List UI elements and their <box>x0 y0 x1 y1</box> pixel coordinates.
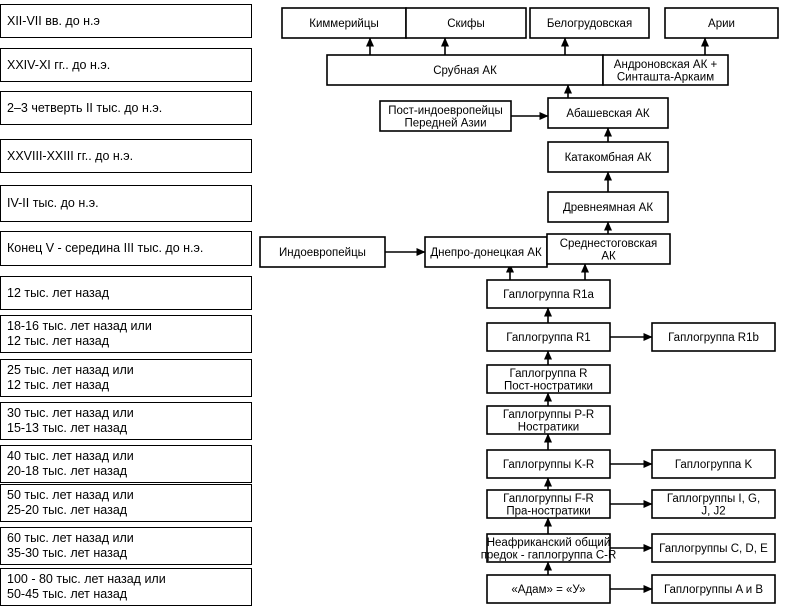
node-label: Абашевская АК <box>566 108 650 120</box>
timeline-period-8: 18-16 тыс. лет назад или 12 тыс. лет наз… <box>0 315 252 353</box>
node-label: Гаплогруппа R1 <box>506 332 590 344</box>
node-adam: «Адам» = «У» <box>486 574 611 604</box>
node-r1a: Гаплогруппа R1a <box>486 279 611 309</box>
timeline-period-9: 25 тыс. лет назад или 12 тыс. лет назад <box>0 359 252 397</box>
node-andronovskaya: Андроновская АК +Синташта-Аркаим <box>602 54 729 86</box>
node-label: Гаплогруппа R1b <box>668 332 759 344</box>
timeline-period-13: 60 тыс. лет назад или 35-30 тыс. лет наз… <box>0 527 252 565</box>
node-label: Гаплогруппы I, G,J, J2 <box>667 493 760 518</box>
node-srubnaya: Срубная АК <box>326 54 604 86</box>
node-ab: Гаплогруппы A и B <box>651 574 776 604</box>
node-arii: Арии <box>664 7 779 39</box>
timeline-period-10: 30 тыс. лет назад или 15-13 тыс. лет наз… <box>0 402 252 440</box>
node-kimmeriytsy: Киммерийцы <box>281 7 407 39</box>
node-label: Катакомбная АК <box>565 152 652 164</box>
node-label: Арии <box>708 18 735 30</box>
node-skify: Скифы <box>405 7 527 39</box>
node-label: Белогрудовская <box>547 18 632 30</box>
node-label: Днепро-донецкая АК <box>430 247 542 259</box>
timeline-period-4: XXVIII-XXIII гг.. до н.э. <box>0 139 252 173</box>
timeline-period-6: Конец V - середина III тыс. до н.э. <box>0 231 252 266</box>
node-label: Гаплогруппы C, D, E <box>659 543 768 555</box>
node-dnepro-donetskaya: Днепро-донецкая АК <box>424 236 548 268</box>
node-label: Гаплогруппы A и B <box>664 584 763 596</box>
timeline-period-1: XII-VII вв. до н.э <box>0 4 252 38</box>
node-label: Киммерийцы <box>309 18 378 30</box>
node-label: Индоевропейцы <box>279 247 366 259</box>
node-indoeuropeans: Индоевропейцы <box>259 236 386 268</box>
timeline-period-7: 12 тыс. лет назад <box>0 276 252 310</box>
node-abashevskaya: Абашевская АК <box>547 97 669 129</box>
node-label: Скифы <box>447 18 485 30</box>
node-label: Гаплогруппы K-R <box>503 459 594 471</box>
timeline-column: XII-VII вв. до н.э XXIV-XI гг.. до н.э. … <box>0 0 260 610</box>
node-belogrudovskaya: Белогрудовская <box>529 7 650 39</box>
node-ij: Гаплогруппы I, G,J, J2 <box>651 489 776 519</box>
timeline-period-12: 50 тыс. лет назад или 25-20 тыс. лет наз… <box>0 484 252 522</box>
node-r1: Гаплогруппа R1 <box>486 322 611 352</box>
timeline-period-2: XXIV-XI гг.. до н.э. <box>0 48 252 82</box>
node-label: Древнеямная АК <box>563 202 653 214</box>
node-label: Андроновская АК +Синташта-Аркаим <box>614 59 718 84</box>
node-katakombnaya: Катакомбная АК <box>547 141 669 173</box>
node-r1b: Гаплогруппа R1b <box>651 322 776 352</box>
node-drevneyamnaya: Древнеямная АК <box>547 191 669 223</box>
timeline-period-11: 40 тыс. лет назад или 20-18 тыс. лет наз… <box>0 445 252 483</box>
node-label: Гаплогруппа R1a <box>503 289 594 301</box>
node-label: «Адам» = «У» <box>511 584 585 596</box>
node-kr: Гаплогруппы K-R <box>486 449 611 479</box>
timeline-period-14: 100 - 80 тыс. лет назад или 50-45 тыс. л… <box>0 568 252 606</box>
node-label: Срубная АК <box>433 65 497 77</box>
node-label: Гаплогруппа K <box>675 459 753 471</box>
node-cde: Гаплогруппы C, D, E <box>651 533 776 563</box>
timeline-period-5: IV-II тыс. до н.э. <box>0 185 252 222</box>
timeline-period-3: 2–3 четверть II тыс. до н.э. <box>0 91 252 125</box>
node-k: Гаплогруппа K <box>651 449 776 479</box>
